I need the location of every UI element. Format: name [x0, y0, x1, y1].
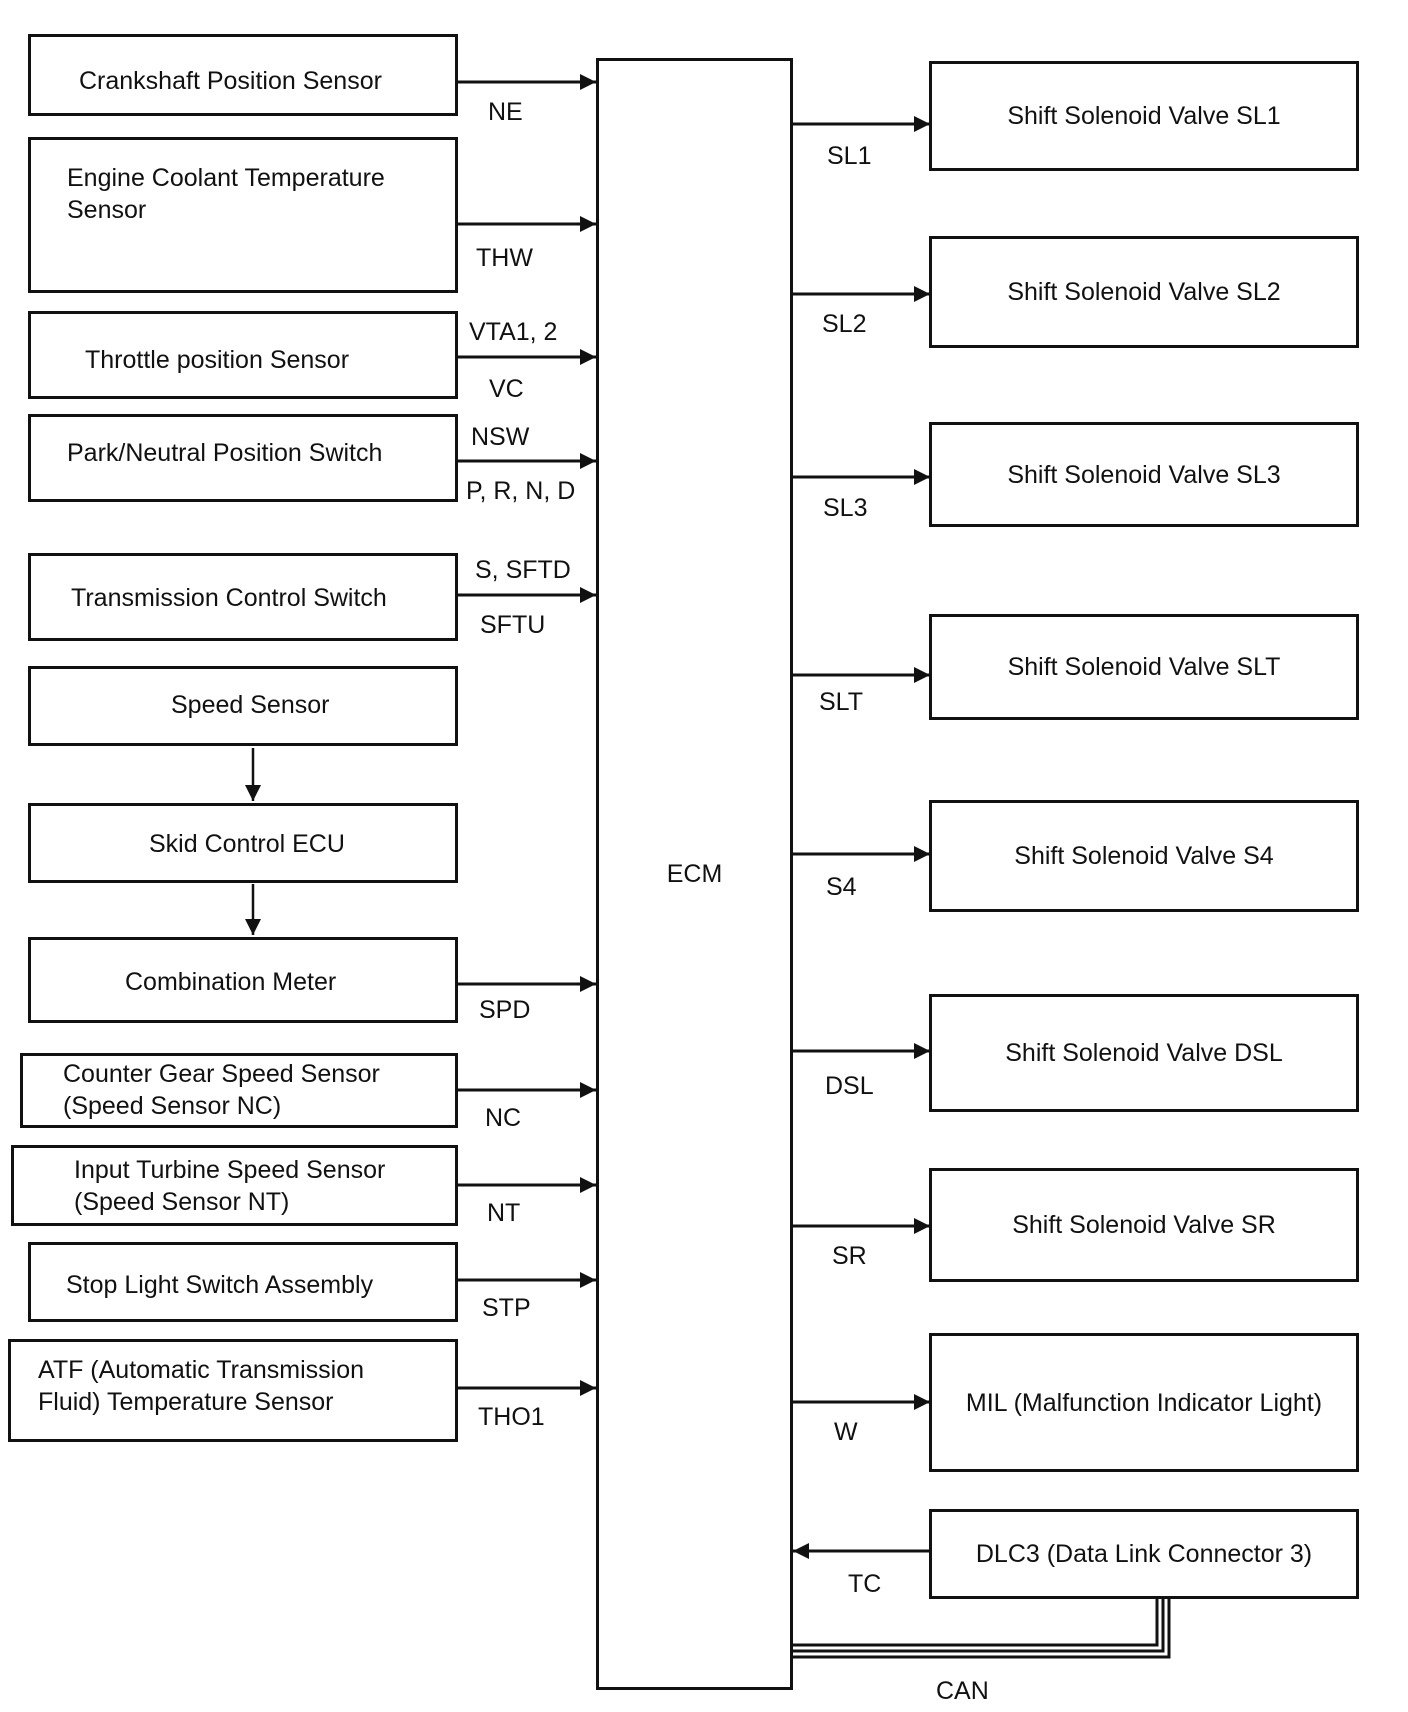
can-bus-lines: [793, 1598, 1171, 1659]
signal-spd: SPD: [479, 996, 531, 1024]
output-label: Shift Solenoid Valve SR: [1012, 1211, 1276, 1239]
output-shift-solenoid-s4: Shift Solenoid Valve S4: [929, 800, 1359, 912]
signal-nc: NC: [485, 1104, 522, 1132]
signal-vta: VTA1, 2: [469, 318, 558, 346]
input-throttle-position-sensor: Throttle position Sensor: [28, 311, 458, 399]
input-label: Throttle position Sensor: [85, 346, 350, 374]
output-shift-solenoid-slt: Shift Solenoid Valve SLT: [929, 614, 1359, 720]
output-label: MIL (Malfunction Indicator Light): [965, 1388, 1323, 1417]
signal-ne: NE: [488, 98, 523, 126]
input-park-neutral-position-switch: Park/Neutral Position Switch: [28, 414, 458, 502]
input-combination-meter: Combination Meter: [28, 937, 458, 1023]
input-label: Crankshaft Position Sensor: [79, 67, 382, 95]
signal-sr: SR: [832, 1242, 867, 1270]
input-label: Input Turbine Speed Sensor (Speed Sensor…: [74, 1156, 386, 1216]
output-label: Shift Solenoid Valve S4: [1014, 842, 1274, 870]
signal-s-sftd: S, SFTD: [475, 556, 571, 584]
signal-s4: S4: [826, 873, 857, 901]
output-shift-solenoid-sl1: Shift Solenoid Valve SL1: [929, 61, 1359, 171]
output-mil: MIL (Malfunction Indicator Light): [929, 1333, 1359, 1472]
ecm-box: ECM: [596, 58, 793, 1690]
input-label: ATF (Automatic Transmission Fluid) Tempe…: [38, 1356, 365, 1416]
input-speed-sensor: Speed Sensor: [28, 666, 458, 746]
output-shift-solenoid-sl3: Shift Solenoid Valve SL3: [929, 422, 1359, 527]
input-label: Combination Meter: [125, 968, 337, 996]
signal-sl1: SL1: [827, 142, 872, 170]
signal-tc: TC: [848, 1570, 882, 1598]
input-engine-coolant-temperature-sensor: Engine Coolant Temperature Sensor: [28, 137, 458, 293]
output-shift-solenoid-dsl: Shift Solenoid Valve DSL: [929, 994, 1359, 1112]
input-label: Stop Light Switch Assembly: [66, 1271, 374, 1299]
input-stop-light-switch-assembly: Stop Light Switch Assembly: [28, 1242, 458, 1322]
signal-sl3: SL3: [823, 494, 868, 522]
signal-sftu: SFTU: [480, 611, 546, 639]
signal-thw: THW: [476, 244, 533, 272]
input-label: Transmission Control Switch: [71, 584, 387, 612]
signal-tho1: THO1: [478, 1403, 545, 1431]
output-label: Shift Solenoid Valve SLT: [1007, 653, 1281, 681]
signal-prnd: P, R, N, D: [466, 477, 576, 505]
signal-slt: SLT: [819, 688, 863, 716]
output-label: Shift Solenoid Valve DSL: [1005, 1039, 1283, 1067]
signal-w: W: [834, 1418, 858, 1446]
input-crankshaft-position-sensor: Crankshaft Position Sensor: [28, 34, 458, 116]
input-label: Engine Coolant Temperature Sensor: [67, 164, 385, 224]
signal-stp: STP: [482, 1294, 531, 1322]
output-label: Shift Solenoid Valve SL1: [1007, 102, 1281, 130]
input-label: Counter Gear Speed Sensor (Speed Sensor …: [63, 1060, 380, 1120]
signal-can: CAN: [936, 1677, 989, 1705]
output-label: Shift Solenoid Valve SL3: [1007, 460, 1281, 489]
output-label: Shift Solenoid Valve SL2: [1007, 278, 1281, 306]
input-skid-control-ecu: Skid Control ECU: [28, 803, 458, 883]
signal-dsl: DSL: [825, 1072, 874, 1100]
input-input-turbine-speed-sensor: Input Turbine Speed Sensor (Speed Sensor…: [11, 1145, 458, 1226]
input-counter-gear-speed-sensor: Counter Gear Speed Sensor (Speed Sensor …: [20, 1053, 458, 1128]
input-label: Park/Neutral Position Switch: [67, 439, 383, 467]
input-label: Skid Control ECU: [149, 830, 345, 858]
signal-vc: VC: [489, 375, 524, 403]
input-atf-temperature-sensor: ATF (Automatic Transmission Fluid) Tempe…: [8, 1339, 458, 1442]
ecm-label: ECM: [666, 860, 723, 888]
input-label: Speed Sensor: [171, 691, 330, 719]
signal-nt: NT: [487, 1199, 521, 1227]
input-transmission-control-switch: Transmission Control Switch: [28, 553, 458, 641]
output-shift-solenoid-sl2: Shift Solenoid Valve SL2: [929, 236, 1359, 348]
output-label: DLC3 (Data Link Connector 3): [975, 1540, 1313, 1568]
signal-sl2: SL2: [822, 310, 867, 338]
output-dlc3: DLC3 (Data Link Connector 3): [929, 1509, 1359, 1599]
output-shift-solenoid-sr: Shift Solenoid Valve SR: [929, 1168, 1359, 1282]
signal-nsw: NSW: [471, 423, 530, 451]
